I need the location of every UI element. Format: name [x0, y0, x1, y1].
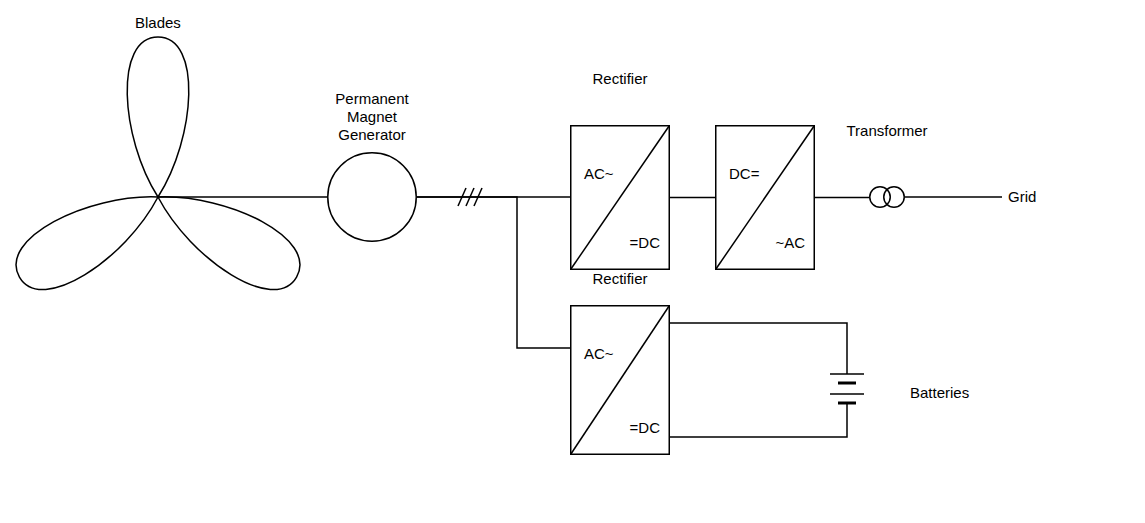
power-wire [815, 197, 869, 199]
blade-lobe [143, 170, 312, 303]
battery-return-wire [670, 420, 847, 437]
grid-wire [905, 196, 1002, 198]
part-label: Batteries [910, 384, 969, 402]
part-label: Rectifier [592, 70, 647, 88]
converter-diagonal [571, 306, 670, 455]
converter-diagonal [716, 126, 815, 270]
generator-circle: Permanent Magnet Generator [327, 152, 417, 242]
blade-lobe [127, 37, 189, 197]
port-label: DC= [729, 165, 759, 183]
part-label: Transformer [846, 122, 927, 140]
blade-lobe [4, 170, 173, 303]
power-wire [315, 196, 327, 198]
part-label: Rectifier [592, 270, 647, 288]
port-label: =DC [630, 419, 660, 437]
terminal-label: Grid [1008, 188, 1036, 206]
part-label: Permanent Magnet Generator [317, 90, 427, 144]
power-wire [670, 323, 847, 360]
battery-symbol: Batteries [830, 360, 1000, 420]
port-label: AC~ [584, 345, 614, 363]
port-label: AC~ [584, 165, 614, 183]
port-label: =DC [630, 234, 660, 252]
inverter-box: DC= ~AC [715, 125, 815, 270]
blades-rotor-outline [15, 12, 315, 312]
transformer-symbol-outline [869, 186, 905, 208]
transformer-symbol: Transformer [869, 186, 905, 208]
port-label: ~AC [775, 234, 805, 252]
converter-diagonal [571, 126, 670, 270]
rotor-shaft [158, 196, 315, 198]
rectifier-box: RectifierAC~=DC [570, 305, 670, 455]
power-wire [670, 197, 715, 199]
power-wire [417, 197, 570, 348]
blades-rotor: Blades [15, 12, 315, 312]
rectifier-box: RectifierAC~=DC [570, 125, 670, 270]
generator-circle-outline [327, 152, 417, 242]
part-label: Blades [135, 14, 181, 32]
